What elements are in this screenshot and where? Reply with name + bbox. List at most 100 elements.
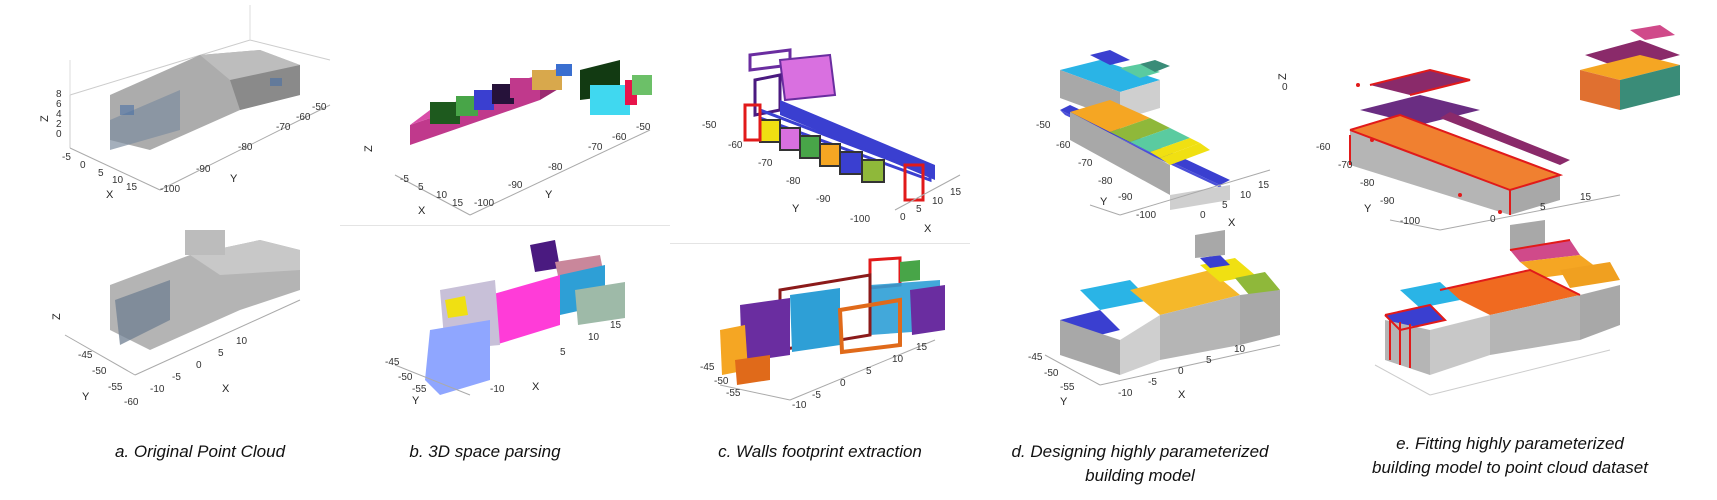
x-tick: 0 — [840, 378, 846, 389]
y-tick: -45 — [385, 357, 400, 368]
y-tick: -45 — [78, 350, 93, 361]
y-tick: -50 — [636, 122, 651, 133]
y-tick: -55 — [108, 382, 123, 393]
y-tick: -70 — [276, 122, 291, 133]
separator-b — [340, 225, 670, 226]
x-tick: 10 — [1234, 344, 1246, 355]
y-tick: -50 — [702, 120, 717, 131]
x-tick: 5 — [418, 182, 424, 193]
x-axis-label: X — [924, 223, 932, 235]
z-tick: 2 — [56, 119, 62, 130]
x-tick: 0 — [1200, 210, 1206, 221]
x-tick: 10 — [588, 332, 600, 343]
x-axis-label: X — [222, 383, 230, 395]
y-tick: -55 — [412, 384, 427, 395]
x-tick: 0 — [1490, 214, 1496, 225]
y-tick: -50 — [398, 372, 413, 383]
x-tick: 15 — [1258, 180, 1270, 191]
y-tick: -50 — [1036, 120, 1051, 131]
y-tick: -45 — [1028, 352, 1043, 363]
x-axis-label: X — [418, 205, 426, 217]
y-tick: -60 — [1056, 140, 1071, 151]
x-tick: 10 — [112, 175, 124, 186]
x-axis-label: X — [532, 381, 540, 393]
y-tick: -100 — [1136, 210, 1156, 221]
panel-b-bottom-plot: -45 -50 -55 Y -10 5 10 15 X — [385, 240, 625, 407]
y-tick: -90 — [1118, 192, 1133, 203]
caption-a: a. Original Point Cloud — [114, 442, 286, 461]
x-tick: 15 — [916, 342, 928, 353]
y-tick: -90 — [816, 194, 831, 205]
z-tick: 0 — [56, 129, 62, 140]
z-tick: 8 — [56, 89, 62, 100]
x-tick: -10 — [490, 384, 505, 395]
y-tick: -50 — [714, 376, 729, 387]
y-tick: -60 — [124, 397, 139, 408]
y-tick: -50 — [92, 366, 107, 377]
x-tick: 5 — [866, 366, 872, 377]
x-tick: 5 — [916, 204, 922, 215]
x-tick: 10 — [236, 336, 248, 347]
x-tick: 5 — [98, 168, 104, 179]
x-tick: 15 — [950, 187, 962, 198]
y-axis-label: Y — [230, 173, 238, 185]
y-tick: -55 — [1060, 382, 1075, 393]
caption-d: d. Designing highly parameterized buildi… — [1011, 442, 1269, 485]
panel-a-bottom-plot: Z -45 -50 -55 -60 Y -10 -5 0 5 10 X — [51, 230, 301, 408]
y-tick: -60 — [612, 132, 627, 143]
panel-e-top-plot: 0 Z -60 -70 -80 -90 -100 Y 0 5 15 — [1277, 25, 1680, 231]
panel-b-top-plot: Z -5 5 10 15 X -100 -90 -80 -70 -60 -50 … — [363, 60, 652, 217]
y-tick: -90 — [196, 164, 211, 175]
x-tick: 0 — [80, 160, 86, 171]
x-tick: -10 — [792, 400, 807, 411]
x-axis-label: X — [1178, 389, 1186, 401]
x-tick: -5 — [172, 372, 181, 383]
y-tick: -90 — [508, 180, 523, 191]
z-axis-label: Z — [51, 313, 63, 320]
x-tick: 5 — [218, 348, 224, 359]
x-axis-label: X — [106, 189, 114, 201]
caption-c: c. Walls footprint extraction — [718, 442, 922, 461]
panel-c-bottom-plot: -45 -50 -55 -10 -5 0 5 10 15 — [700, 256, 945, 411]
y-tick: -100 — [474, 198, 494, 209]
x-tick: 15 — [610, 320, 622, 331]
z-tick: 6 — [56, 99, 62, 110]
x-tick: 0 — [900, 212, 906, 223]
y-tick: -80 — [1360, 178, 1375, 189]
x-tick: 5 — [1222, 200, 1228, 211]
y-tick: -50 — [312, 102, 327, 113]
x-tick: 5 — [1540, 202, 1546, 213]
z-axis-label: Z — [1277, 73, 1289, 80]
z-axis-label: Z — [363, 145, 375, 152]
y-axis-label: Y — [792, 203, 800, 215]
separator-c — [670, 243, 970, 244]
panel-e-bottom-plot — [1374, 220, 1620, 396]
y-axis-label: Y — [545, 189, 553, 201]
y-tick: -60 — [1316, 142, 1331, 153]
y-tick: -45 — [700, 362, 715, 373]
y-tick: -100 — [160, 184, 180, 195]
x-tick: 10 — [932, 196, 944, 207]
y-tick: -100 — [1400, 216, 1420, 227]
y-axis-label: Y — [82, 391, 90, 403]
x-tick: -10 — [150, 384, 165, 395]
panel-d-bottom-plot: -45 -50 -55 Y -10 -5 0 5 10 X — [1028, 230, 1281, 408]
x-tick: 5 — [1206, 355, 1212, 366]
x-tick: -5 — [1148, 377, 1157, 388]
x-tick: 15 — [452, 198, 464, 209]
y-tick: -60 — [728, 140, 743, 151]
y-tick: -70 — [1078, 158, 1093, 169]
y-tick: -100 — [850, 214, 870, 225]
y-tick: -70 — [588, 142, 603, 153]
y-axis-label: Y — [1364, 203, 1372, 215]
y-tick: -80 — [786, 176, 801, 187]
y-tick: -80 — [238, 142, 253, 153]
z-tick: 0 — [1282, 82, 1288, 93]
x-tick: -5 — [812, 390, 821, 401]
x-tick: 15 — [126, 182, 138, 193]
x-tick: 5 — [560, 347, 566, 358]
caption-b: b. 3D space parsing — [409, 442, 561, 461]
y-axis-label: Y — [412, 395, 420, 407]
y-tick: -70 — [758, 158, 773, 169]
